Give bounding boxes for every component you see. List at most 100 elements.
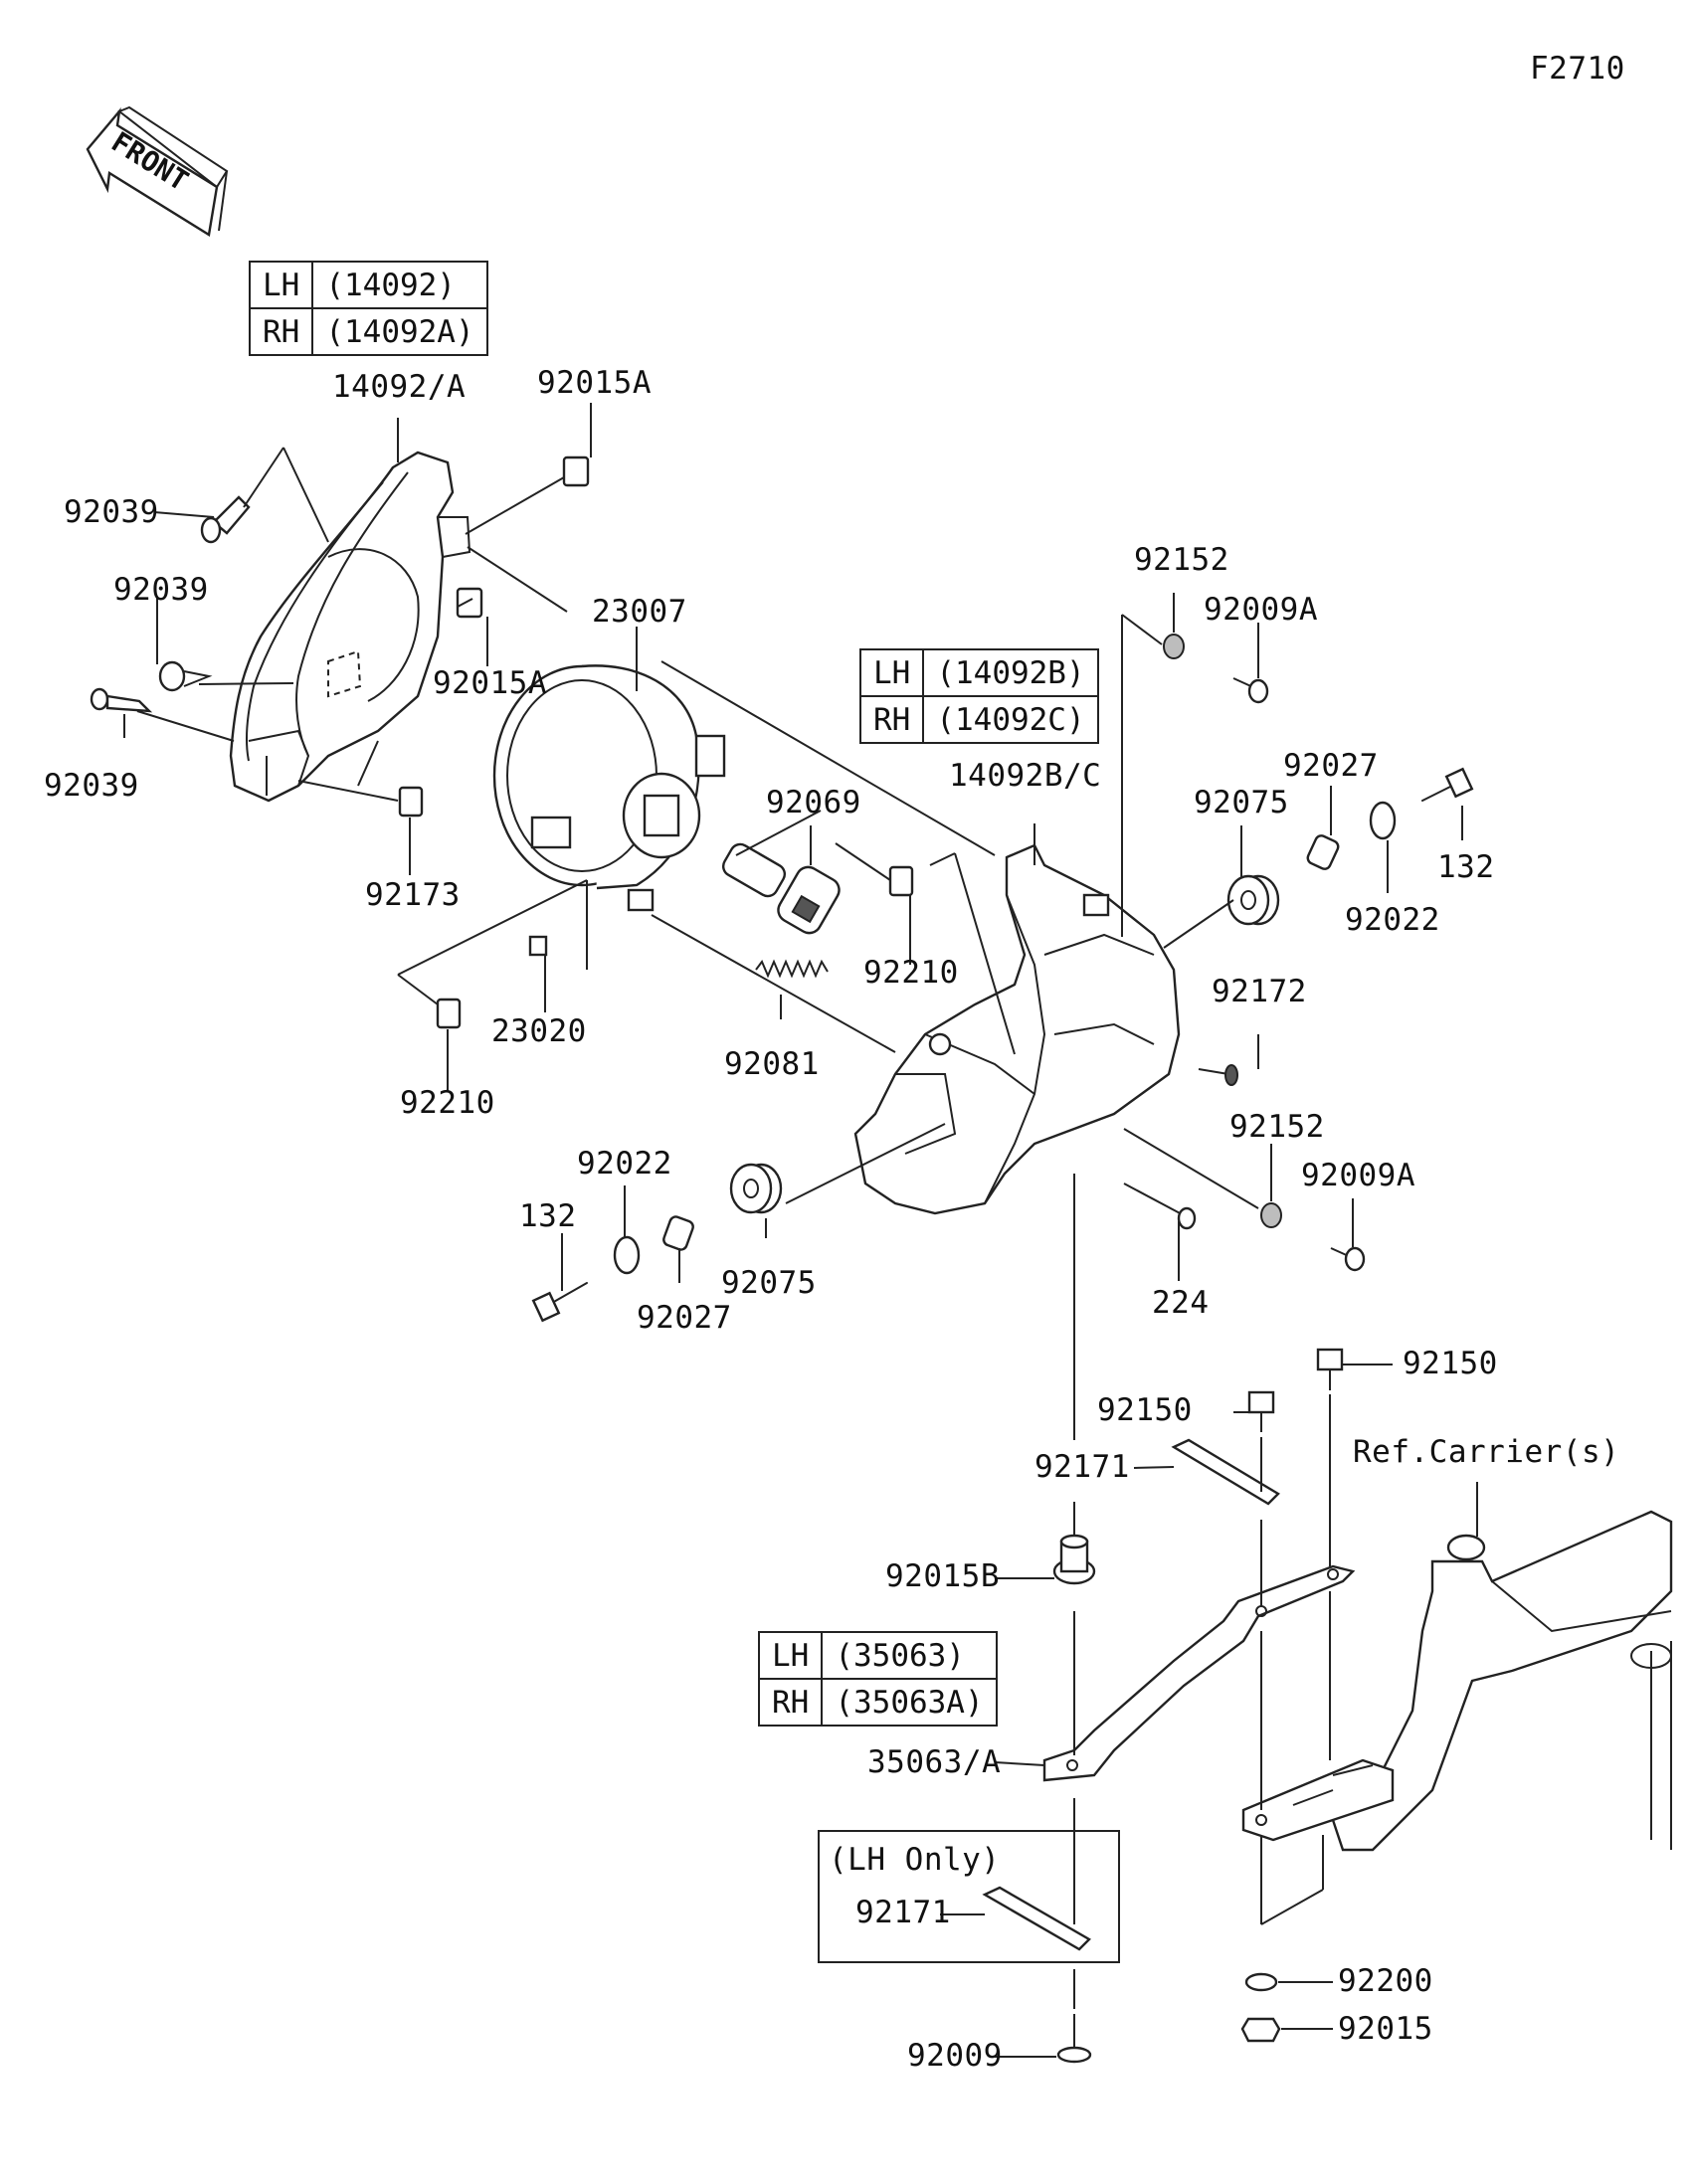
lh-only-note: (LH Only) (829, 1842, 1001, 1878)
bolt-132-upper (1421, 767, 1474, 802)
collar-upper (1306, 834, 1340, 870)
table-row: RH(35063A) (757, 1678, 998, 1727)
callout-92171-lower: 92171 (855, 1895, 951, 1930)
part-cell: (35063A) (821, 1678, 998, 1727)
side-cell: RH (248, 307, 314, 356)
clip-92210-left (436, 998, 462, 1029)
table-row: LH(35063) (757, 1631, 998, 1680)
screw-92172 (1198, 1064, 1238, 1086)
callout-14092-a: 14092/A (332, 369, 467, 405)
clip-92210-right (888, 865, 914, 897)
headlight-cover-table: LH(14092B) RH(14092C) (858, 648, 1100, 744)
headlight-unit (492, 664, 726, 912)
callout-92173: 92173 (365, 877, 461, 913)
rivet-92039-mid (158, 660, 213, 692)
callout-92075-bottom: 92075 (721, 1265, 817, 1301)
lh-only-frame (818, 1830, 1120, 1963)
bracket-35063 (1042, 1564, 1356, 1782)
washer-92152-lower (1260, 1202, 1282, 1228)
clip-92015a-upper (562, 455, 590, 487)
callout-92081: 92081 (724, 1046, 820, 1082)
side-cell: RH (858, 695, 925, 744)
leader-lines (123, 403, 1478, 2058)
plate-92171-lower (982, 1886, 1091, 1951)
carrier-frame (1241, 1510, 1673, 1852)
callout-92150-right: 92150 (1403, 1346, 1498, 1381)
bolt-92009 (1056, 2014, 1092, 2064)
callout-92027-bottom: 92027 (637, 1300, 732, 1336)
part-cell: (14092) (311, 261, 488, 309)
rivet-92039-bottom (90, 687, 153, 713)
side-cell: LH (757, 1631, 824, 1680)
screw-92009a-upper (1232, 677, 1269, 704)
callout-ref-carriers: Ref.Carrier(s) (1353, 1434, 1620, 1470)
table-row: RH(14092A) (248, 307, 488, 356)
callout-92210-right: 92210 (863, 955, 959, 991)
callout-132-bottom: 132 (519, 1198, 577, 1234)
callout-132-top: 132 (1437, 849, 1495, 885)
callout-23020: 23020 (491, 1013, 587, 1049)
part-cell: (14092B) (922, 648, 1100, 697)
figure-id: F2710 (1530, 51, 1625, 87)
callout-23007: 23007 (592, 594, 687, 630)
bracket-table: LH(35063) RH(35063A) (757, 1631, 998, 1727)
table-row: LH(14092B) (858, 648, 1100, 697)
callout-92022-top: 92022 (1345, 902, 1440, 938)
callout-92172: 92172 (1212, 974, 1307, 1009)
callout-92200: 92200 (1338, 1963, 1433, 1999)
part-cell: (14092C) (922, 695, 1100, 744)
callout-92039-mid: 92039 (113, 572, 209, 608)
table-row: RH(14092C) (858, 695, 1100, 744)
callout-92069: 92069 (766, 785, 861, 820)
collar-92015b (1052, 1534, 1096, 1585)
callout-92171-upper: 92171 (1034, 1449, 1130, 1485)
table-row: LH(14092) (248, 261, 488, 309)
callout-92015: 92015 (1338, 2011, 1433, 2047)
callout-224: 224 (1152, 1285, 1210, 1321)
collar-lower (662, 1215, 694, 1251)
washer-92200 (1244, 1972, 1278, 1992)
grommet-upper (1226, 874, 1280, 926)
side-cell: RH (757, 1678, 824, 1727)
bolt-92150-left (1247, 1390, 1275, 1432)
part-cell: (35063) (821, 1631, 998, 1680)
clip-92173 (398, 786, 424, 818)
washer-upper (1369, 801, 1397, 840)
callout-92015b: 92015B (885, 1558, 1000, 1594)
headlight-housing-table: LH(14092) RH(14092A) (248, 261, 488, 356)
callout-14092b-c: 14092B/C (949, 758, 1102, 794)
side-cell: LH (858, 648, 925, 697)
callout-92039-bottom: 92039 (44, 768, 139, 804)
callout-92152-bottom: 92152 (1229, 1109, 1325, 1145)
bolt-132-lower (531, 1282, 588, 1323)
bolt-92150-right (1316, 1348, 1344, 1390)
nut-92015 (1240, 2017, 1281, 2043)
clip-92015a-lower (456, 587, 483, 619)
washer-92152-upper (1163, 634, 1185, 659)
callout-92009a-top: 92009A (1204, 592, 1318, 628)
headlight-cover (853, 843, 1181, 1215)
callout-92015a-top: 92015A (537, 365, 652, 401)
callout-92022-bottom: 92022 (577, 1146, 672, 1182)
rivet-92039-top (200, 495, 251, 544)
screw-92009a-lower (1330, 1246, 1366, 1272)
bolt-224 (1123, 1183, 1197, 1230)
plate-92171-upper (1171, 1438, 1280, 1506)
callout-92075-top: 92075 (1194, 785, 1289, 820)
callout-92210-left: 92210 (400, 1085, 495, 1121)
callout-92015a-mid: 92015A (433, 665, 547, 701)
headlight-housing (229, 451, 471, 803)
nut-23020 (528, 935, 548, 957)
callout-92009a-bottom: 92009A (1301, 1158, 1415, 1193)
headlight-bulb (721, 842, 841, 935)
callout-35063-a: 35063/A (867, 1744, 1002, 1780)
callout-92027-top: 92027 (1283, 748, 1379, 784)
callout-92009: 92009 (907, 2038, 1003, 2074)
washer-lower (613, 1235, 641, 1275)
grommet-lower (729, 1163, 783, 1214)
callout-92152-top: 92152 (1134, 542, 1229, 578)
side-cell: LH (248, 261, 314, 309)
adjust-spring (755, 959, 829, 979)
